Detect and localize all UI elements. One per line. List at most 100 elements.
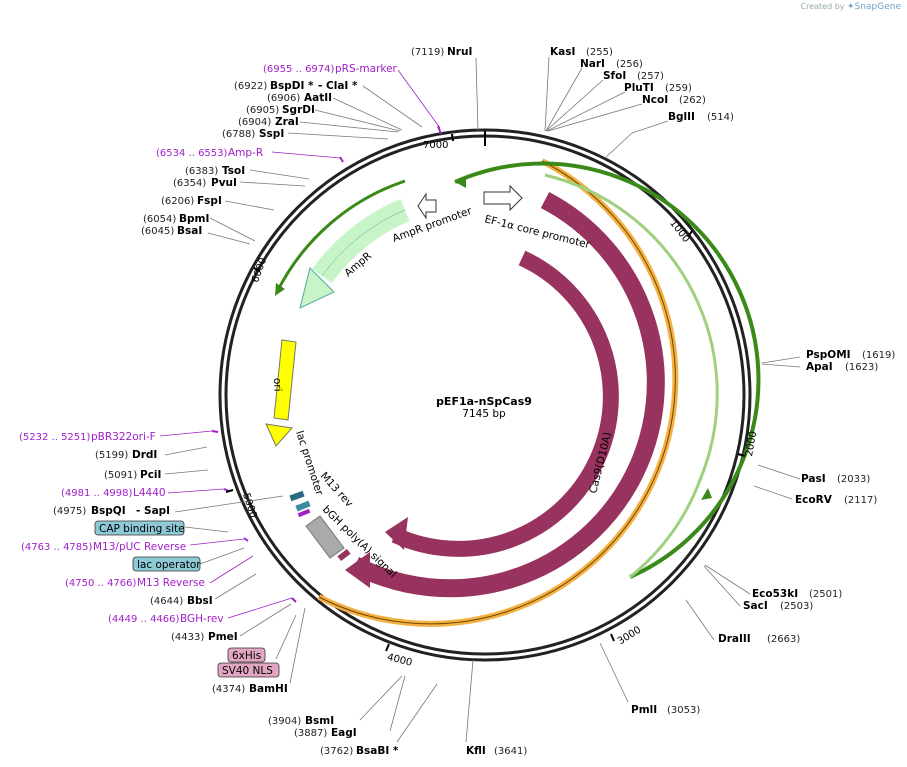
tick-2000 (737, 453, 746, 457)
enzyme-pos-22: (4975) (53, 506, 86, 517)
enzyme-name-10[interactable]: EcoRV (795, 494, 833, 506)
primer-range-3: (4981 .. 4998) (61, 488, 133, 499)
enzyme-name-15[interactable]: KflI (466, 745, 486, 757)
primer-name-5[interactable]: M13 Reverse (137, 577, 205, 589)
enzyme-pos-1: (255) (586, 47, 613, 58)
enzyme-name-5[interactable]: NcoI (642, 94, 668, 106)
enzyme-pos-28: (6354) (173, 178, 206, 189)
cap-binding-site-label: CAP binding site (99, 523, 185, 535)
enzyme-name-22[interactable]: BspQI (91, 505, 126, 517)
green-arrowhead-1 (455, 176, 466, 188)
tick-label-3000: 3000 (616, 625, 643, 648)
enzyme-pos-30: (6788) (222, 129, 255, 140)
ampr-arc-outline (321, 209, 406, 277)
primer-name-2[interactable]: pBR322ori-F (91, 431, 156, 443)
primer-range-2: (5232 .. 5251) (19, 432, 91, 443)
enzyme-extra-22[interactable]: - SapI (136, 505, 170, 517)
enzyme-name-19[interactable]: BamHI (249, 683, 288, 695)
enzyme-name-32[interactable]: SgrDI (282, 104, 315, 116)
enzyme-pos-12: (2503) (780, 601, 813, 612)
enzyme-name-13[interactable]: DraIII (718, 633, 751, 645)
enzyme-name-21[interactable]: BbsI (187, 595, 213, 607)
enzyme-name-3[interactable]: SfoI (603, 70, 626, 82)
enzyme-name-0[interactable]: NruI (447, 46, 472, 58)
enzyme-name-33[interactable]: AatII (304, 92, 332, 104)
primer-name-1[interactable]: Amp-R (228, 147, 263, 159)
tick-3000 (610, 633, 615, 642)
enzyme-pos-18: (3904) (268, 716, 301, 727)
6xhis-label: 6xHis (232, 650, 261, 662)
snapgene-logo: ✦SnapGene (847, 2, 901, 12)
enzyme-name-30[interactable]: SspI (259, 128, 284, 140)
plasmid-size: 7145 bp (462, 408, 506, 420)
sv40-nls-feature (337, 548, 351, 562)
cap-binding-site-box[interactable] (94, 520, 185, 536)
enzyme-name-4[interactable]: PluTI (624, 82, 654, 94)
primer-name-0[interactable]: pRS-marker (335, 63, 398, 75)
enzyme-name-6[interactable]: BglII (668, 111, 695, 123)
enzyme-name-18[interactable]: BsmI (305, 715, 334, 727)
enzyme-pos-11: (2501) (809, 589, 842, 600)
primer-range-5: (4750 .. 4766) (65, 578, 137, 589)
enzyme-name-26[interactable]: BpmI (179, 213, 209, 225)
tick-label-4000: 4000 (386, 652, 413, 669)
enzyme-pos-31: (6904) (238, 117, 271, 128)
enzyme-name-20[interactable]: PmeI (208, 631, 238, 643)
lac-operator-feature (295, 500, 311, 512)
primer-mark-ampr (339, 156, 344, 163)
plasmid-name: pEF1a-nSpCas9 (436, 395, 532, 408)
primer-leader-lines (159, 69, 441, 619)
enzyme-pos-34: (6922) (234, 81, 267, 92)
enzyme-name-7[interactable]: PspOMI (806, 349, 851, 361)
primer-mark-prs (437, 125, 442, 135)
orf-arc-green-1 (454, 161, 761, 579)
enzyme-name-12[interactable]: SacI (743, 600, 768, 612)
enzyme-pos-24: (5199) (95, 450, 128, 461)
enzyme-pos-33: (6906) (267, 93, 300, 104)
enzyme-name-8[interactable]: ApaI (806, 361, 833, 373)
6xhis-box[interactable] (227, 647, 266, 663)
enzyme-pos-16: (3762) (320, 746, 353, 757)
primer-range-1: (6534 .. 6553) (156, 148, 228, 159)
enzyme-name-28[interactable]: PvuI (211, 177, 237, 189)
primer-name-3[interactable]: L4440 (133, 487, 166, 499)
tick-7000 (451, 133, 454, 142)
enzyme-labels: (7119) NruI KasI (255) NarI (256) SfoI (… (53, 46, 895, 757)
enzyme-pos-6: (514) (707, 112, 734, 123)
orf-arc-green-2 (544, 173, 719, 579)
label-ori: ori (271, 378, 283, 392)
m13-primer-feature (297, 508, 311, 518)
enzyme-name-2[interactable]: NarI (580, 58, 605, 70)
bgh-polya-feature (305, 515, 345, 559)
primer-name-6[interactable]: BGH-rev (180, 613, 224, 625)
primer-name-4[interactable]: M13/pUC Reverse (93, 541, 186, 553)
enzyme-name-11[interactable]: Eco53kI (752, 588, 798, 600)
tick-1000 (687, 230, 693, 238)
enzyme-extra-34[interactable]: - ClaI * (318, 80, 358, 92)
enzyme-pos-8: (1623) (845, 362, 878, 373)
green-arrowhead-3 (275, 283, 285, 296)
enzyme-name-34[interactable]: BspDI * (270, 80, 314, 92)
backbone-outer (218, 128, 752, 662)
enzyme-name-16[interactable]: BsaBI * (356, 745, 399, 757)
green-arrowhead-2 (701, 488, 712, 500)
lac-operator-box[interactable] (132, 556, 201, 572)
enzyme-name-31[interactable]: ZraI (275, 116, 299, 128)
enzyme-pos-15: (3641) (494, 746, 527, 757)
sv40-nls-box[interactable] (217, 662, 280, 678)
enzyme-name-1[interactable]: KasI (550, 46, 575, 58)
enzyme-name-17[interactable]: EagI (331, 727, 357, 739)
enzyme-name-27[interactable]: FspI (197, 195, 222, 207)
enzyme-name-24[interactable]: DrdI (132, 449, 157, 461)
label-cas9: Cas9 (658, 479, 678, 507)
label-lac-promoter: lac promoter (293, 429, 325, 497)
enzyme-name-23[interactable]: PciI (140, 469, 161, 481)
enzyme-name-14[interactable]: PmlI (631, 704, 657, 716)
enzyme-name-29[interactable]: TsoI (222, 165, 245, 177)
enzyme-pos-26: (6054) (143, 214, 176, 225)
enzyme-pos-9: (2033) (837, 474, 870, 485)
enzyme-name-9[interactable]: PasI (801, 473, 826, 485)
primer-mark-bgh (291, 597, 297, 603)
enzyme-name-25[interactable]: BsaI (177, 225, 202, 237)
